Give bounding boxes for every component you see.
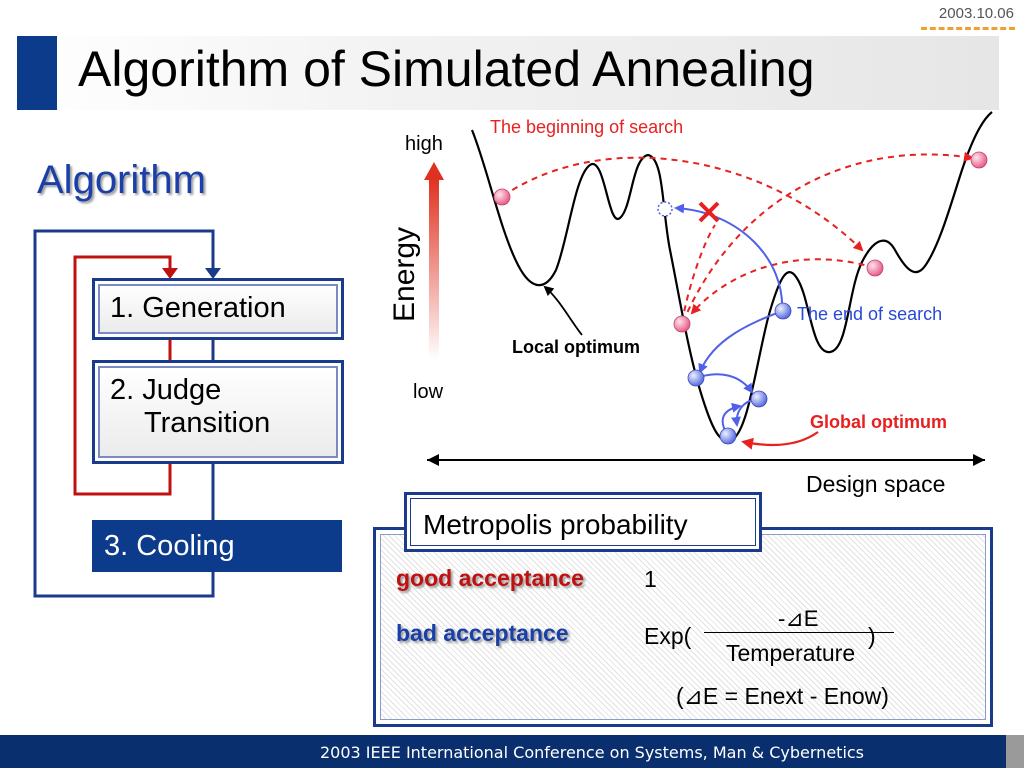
energy-curve	[470, 111, 993, 443]
footer-bar	[0, 735, 1024, 768]
search-point-4	[970, 151, 988, 169]
search-arc-top	[682, 151, 974, 323]
exp-open: Exp(	[644, 623, 692, 649]
title-accent-block	[17, 36, 57, 110]
good-acceptance-value: 1	[644, 566, 657, 592]
good-acceptance-label: good acceptance	[396, 565, 584, 591]
search-point-2	[673, 315, 691, 333]
exp-close: )	[868, 623, 876, 649]
search-arc-start	[502, 156, 864, 252]
bad-acceptance-label: bad acceptance	[396, 620, 569, 646]
step-judge-line2: Transition	[144, 407, 271, 440]
delta-e-definition: (⊿E = Enext - Enow)	[676, 683, 889, 709]
rejected-candidate-point	[657, 201, 673, 217]
design-space-label: Design space	[806, 471, 945, 497]
step-judge-body: 2. Judge Transition	[98, 366, 338, 458]
end-search-arc-reject	[674, 203, 784, 312]
end-search-arc-down	[698, 310, 783, 374]
rejected-move-cross-icon	[698, 201, 720, 223]
end-search-point-4	[719, 427, 737, 445]
title-bar	[17, 36, 999, 110]
step-cooling: 3. Cooling	[92, 520, 342, 572]
energy-gradient-bar	[429, 178, 439, 360]
fraction-line	[704, 632, 894, 633]
step-judge-transition: 2. Judge Transition	[92, 360, 344, 464]
design-space-arrow-left	[427, 454, 439, 466]
exp-numerator: -⊿E	[778, 606, 819, 631]
step-generation-label: 1. Generation	[98, 284, 338, 334]
global-optimum-label: Global optimum	[810, 412, 947, 432]
local-optimum-label: Local optimum	[512, 337, 640, 357]
energy-low-label: low	[413, 381, 444, 403]
search-arc-reject	[681, 224, 716, 323]
design-space-arrow-right	[973, 454, 985, 466]
energy-high-label: high	[405, 133, 443, 155]
cooling-loop-arrow	[205, 268, 221, 279]
end-of-search-label: The end of search	[797, 304, 942, 324]
search-point-3	[866, 259, 884, 277]
footer-accent	[1006, 735, 1024, 768]
end-search-point-2	[687, 369, 705, 387]
judge-loop-arrow	[162, 268, 178, 279]
metropolis-title-box: Metropolis probability	[404, 492, 762, 552]
end-search-point-1	[774, 302, 792, 320]
metropolis-title: Metropolis probability	[410, 498, 756, 546]
search-point-start	[493, 188, 511, 206]
energy-axis-label: Energy	[388, 227, 421, 322]
cooling-loop-line	[33, 229, 215, 598]
local-optimum-pointer	[543, 285, 583, 336]
exp-denominator: Temperature	[726, 640, 856, 666]
footer-conference-text: 2003 IEEE International Conference on Sy…	[320, 743, 865, 762]
search-arc-back	[690, 258, 876, 315]
step-generation: 1. Generation	[92, 278, 344, 340]
slide-date: 2003.10.06	[938, 5, 1014, 22]
algorithm-heading: Algorithm	[37, 158, 206, 202]
date-underline	[921, 27, 1015, 30]
page-title: Algorithm of Simulated Annealing	[78, 41, 815, 97]
end-search-point-3	[750, 390, 768, 408]
end-search-arc-2	[695, 373, 754, 394]
judge-loop-line	[73, 255, 172, 496]
beginning-of-search-label: The beginning of search	[490, 117, 683, 137]
global-optimum-pointer	[741, 431, 819, 450]
step-judge-line1: 2. Judge	[110, 374, 222, 406]
energy-arrow-head	[424, 162, 444, 180]
